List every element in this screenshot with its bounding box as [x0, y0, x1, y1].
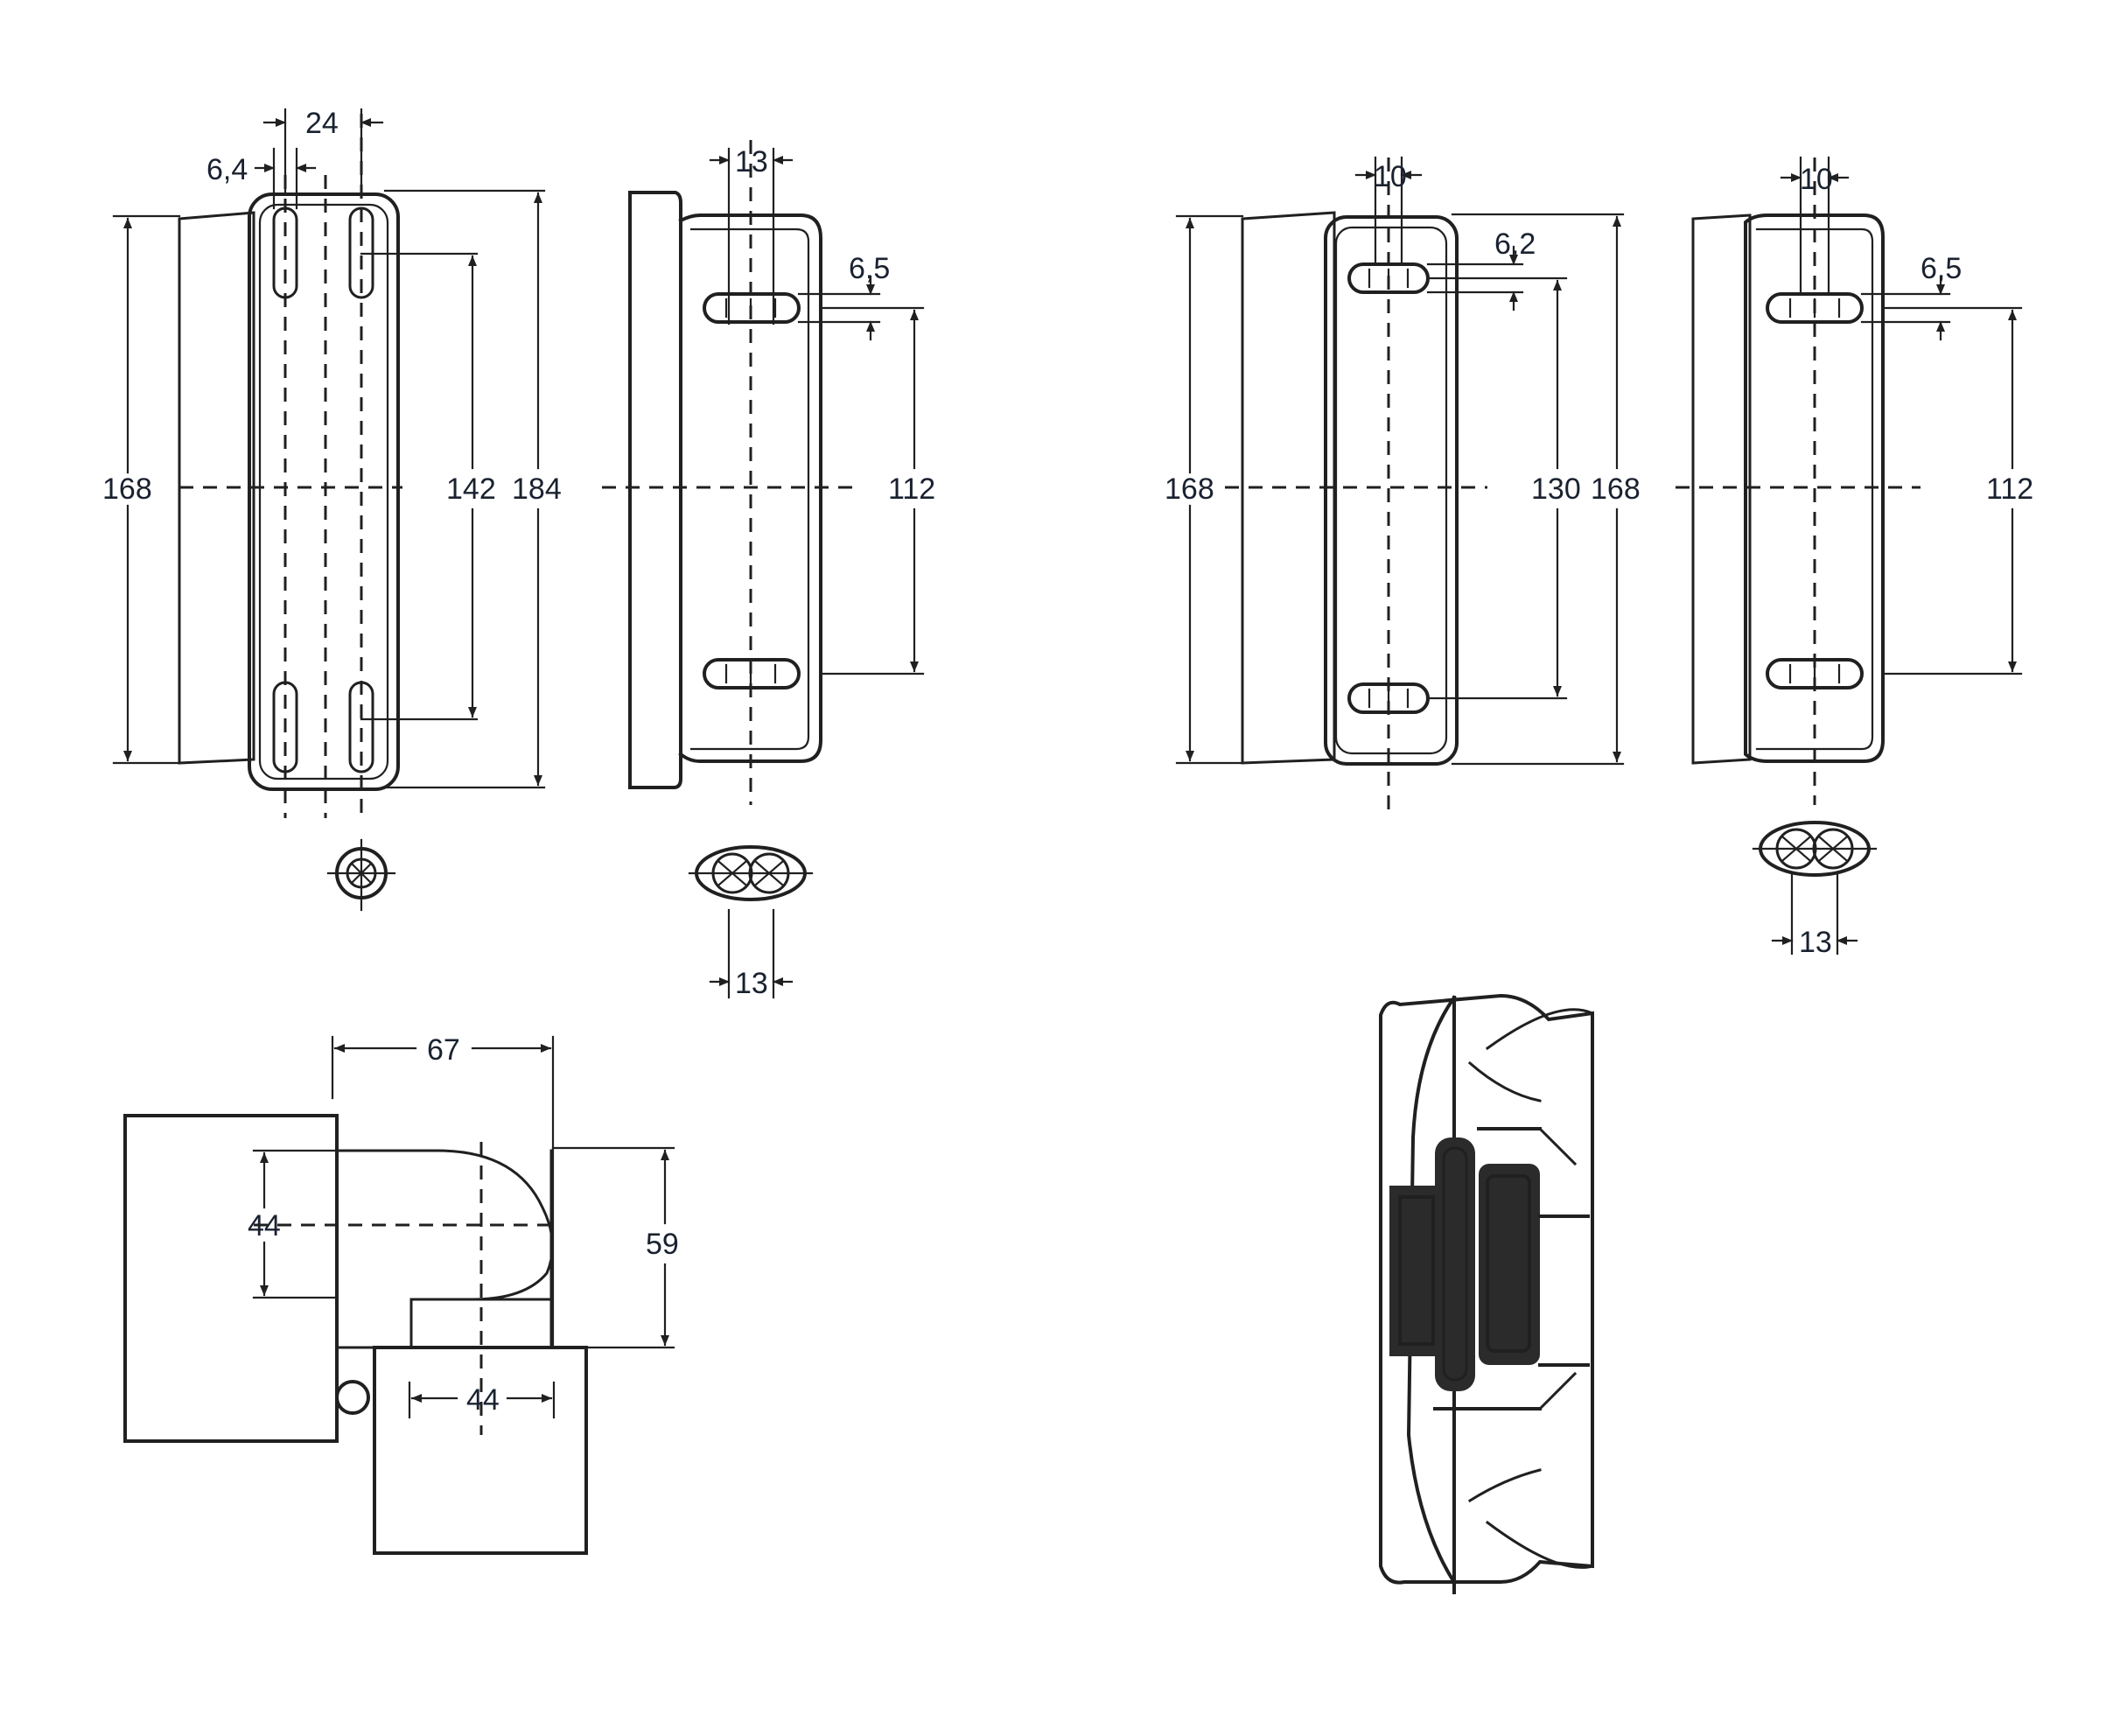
dim-44-left: 44 [248, 1209, 281, 1242]
dim-6-2: 6,2 [1494, 228, 1536, 261]
dim-168-b-left: 168 [1165, 472, 1214, 506]
dim-13-a-bottom: 13 [735, 967, 768, 1000]
dim-59: 59 [646, 1228, 679, 1261]
dim-67: 67 [427, 1033, 460, 1067]
dim-13-a-top: 13 [735, 145, 768, 178]
view-leaf-a-front: 24 6,4 168 142 184 [102, 107, 562, 912]
view-leaf-b-front: 10 6,2 168 130 168 [1165, 156, 1641, 818]
dim-13-b-bottom: 13 [1799, 926, 1832, 959]
dim-168-b-right: 168 [1591, 472, 1641, 506]
view-top: 67 44 59 44 [123, 1033, 679, 1555]
dim-44-bottom: 44 [466, 1383, 500, 1417]
view-leaf-a-side: 13 6,5 112 13 [602, 140, 935, 1000]
dim-142: 142 [446, 472, 496, 506]
dim-130: 130 [1531, 472, 1581, 506]
dim-6-5-a: 6,5 [849, 252, 890, 285]
view-leaf-b-side: 10 6,5 112 13 [1676, 156, 2033, 959]
dim-6-4: 6,4 [206, 153, 248, 186]
dim-10-b: 10 [1374, 160, 1407, 193]
dim-24: 24 [305, 107, 339, 140]
dim-6-5-b: 6,5 [1921, 252, 1962, 285]
dim-112-b: 112 [1986, 472, 2033, 506]
dim-168-a: 168 [102, 472, 152, 506]
dim-10-b-side: 10 [1800, 163, 1833, 196]
view-section [1379, 993, 1594, 1594]
dim-112-a: 112 [888, 472, 935, 506]
dim-184: 184 [512, 472, 562, 506]
